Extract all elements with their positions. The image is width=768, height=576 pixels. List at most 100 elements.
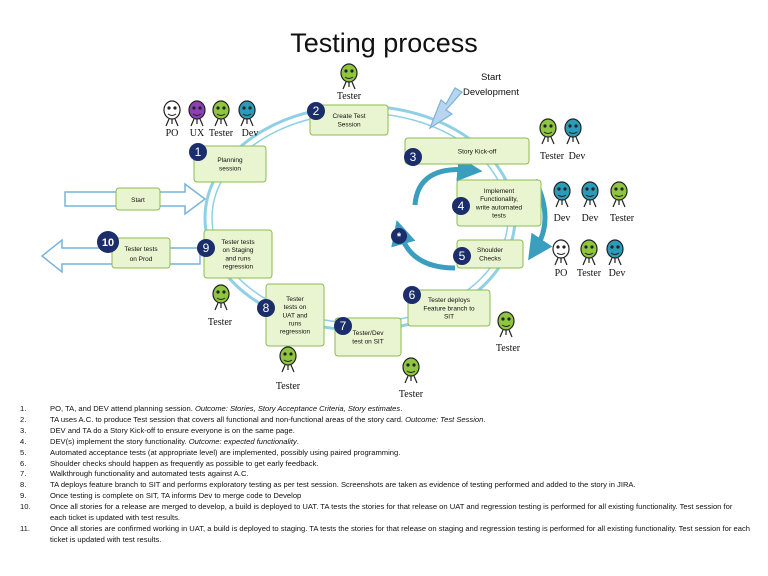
- tester-label: Tester: [276, 381, 301, 392]
- note-outcome: Outcome: Stories, Story Acceptance Crite…: [194, 404, 401, 413]
- step-1-badge: [189, 143, 207, 161]
- note-number: 6.: [20, 458, 27, 468]
- dev-figure: Dev: [553, 181, 571, 224]
- step-3-number: 3: [410, 150, 417, 164]
- step-5-badge: [453, 247, 471, 265]
- start-box: [115, 187, 161, 211]
- po-icon: [552, 239, 570, 266]
- step-4-label: Implement: [484, 188, 515, 195]
- tester-label: Tester: [540, 151, 565, 162]
- step-1-label: Planning: [217, 157, 243, 164]
- step-9-label: on Staging: [222, 247, 253, 254]
- note-text: DEV(s) implement the story functionality…: [50, 436, 189, 446]
- start-development-label-2: Development: [463, 87, 519, 98]
- tester-icon: [212, 284, 230, 311]
- note-item: 4.DEV(s) implement the story functionali…: [20, 437, 750, 448]
- start-box-label: Start: [131, 197, 145, 204]
- step-4-label: write automated: [475, 204, 523, 211]
- step-8-label: runs: [289, 321, 302, 328]
- dev-icon: [553, 181, 571, 208]
- note-item: 11.Once all stories are confirmed workin…: [20, 524, 750, 546]
- po-icon: [163, 100, 181, 127]
- note-text: TA uses A.C. to produce Test session tha…: [50, 414, 406, 424]
- note-item: 7.Walkthrough functionality and automate…: [20, 469, 750, 480]
- tester-icon: [340, 63, 358, 90]
- step-8-badge: [257, 299, 275, 317]
- step-4-label: tests: [492, 213, 506, 220]
- note-item: 9.Once testing is complete on SIT, TA in…: [20, 491, 750, 502]
- inner-cycle-arrow-top: [412, 156, 483, 206]
- star-badge: [391, 228, 407, 244]
- step-8-label: tests on: [284, 304, 307, 311]
- step-6-label: SIT: [444, 314, 454, 321]
- tester-icon: [402, 357, 420, 384]
- tester-label: Tester: [610, 213, 635, 224]
- tester-label: Tester: [496, 343, 521, 354]
- dev-label: Dev: [569, 151, 586, 162]
- note-number: 5.: [20, 447, 27, 457]
- note-item: 5. Automated acceptance tests (at appropr…: [20, 448, 750, 459]
- po-label: PO: [555, 268, 568, 279]
- note-item: 6.Shoulder checks should happen as frequ…: [20, 459, 750, 470]
- tester-icon: [279, 346, 297, 373]
- step-7-label: test on SIT: [352, 338, 383, 345]
- note-text: DEV and TA do a Story Kick-off to ensure…: [50, 425, 295, 435]
- step-8-number: 8: [263, 301, 270, 315]
- tester-figure: Tester: [539, 118, 565, 162]
- note-tail: .: [483, 414, 486, 424]
- step-6-badge: [403, 286, 421, 304]
- tester-figure: Tester: [610, 181, 635, 224]
- step-4-number: 4: [458, 199, 465, 213]
- tester-label: Tester: [399, 389, 424, 400]
- inner-cycle-arrow-bottom: [391, 219, 456, 271]
- prod-box-label-2: on Prod: [130, 256, 153, 263]
- tester-icon: [610, 181, 628, 208]
- tester-figure: Tester: [276, 346, 301, 392]
- dev-icon: [238, 100, 256, 127]
- step-5-label: Checks: [479, 255, 501, 262]
- tester-figure: Tester: [337, 63, 362, 102]
- start-development-arrow: [428, 87, 463, 130]
- po-figure: PO: [552, 239, 570, 279]
- note-number: 2.: [20, 414, 27, 424]
- tester-icon: [497, 311, 515, 338]
- step-6-box: [407, 289, 491, 327]
- ux-figure: UX: [188, 100, 206, 139]
- note-number: 3.: [20, 425, 27, 435]
- note-tail: .: [296, 436, 299, 446]
- note-tail: .: [400, 404, 403, 413]
- dev-figure: Dev: [564, 118, 586, 162]
- dev-label: Dev: [554, 213, 571, 224]
- step-9-label: Tester tests: [221, 239, 255, 246]
- page-title: Testing process: [290, 28, 478, 58]
- ux-icon: [188, 100, 206, 127]
- note-text: Automated acceptance tests (at appropria…: [50, 447, 401, 457]
- dev-figure: Dev: [581, 181, 599, 224]
- step-9-label: regression: [223, 264, 254, 271]
- step-8-label: regression: [280, 329, 311, 336]
- dev-label: Dev: [242, 128, 259, 139]
- step-2-badge: [307, 102, 325, 120]
- note-item: 2. TA uses A.C. to produce Test session t…: [20, 415, 750, 426]
- note-number: 10.: [20, 502, 31, 512]
- note-item: 1.PO, TA, and DEV attend planning sessio…: [20, 404, 750, 415]
- step-1-number: 1: [195, 145, 202, 159]
- note-text: Once all stories for a release are merge…: [50, 502, 733, 523]
- po-figure: PO: [163, 100, 181, 139]
- step-10-number: 10: [102, 237, 114, 249]
- step-9-number: 9: [203, 241, 210, 255]
- note-outcome: Outcome: expected functionality: [188, 436, 297, 446]
- ux-label: UX: [190, 128, 205, 139]
- tester-icon: [539, 118, 557, 145]
- note-number: 7.: [20, 469, 27, 479]
- step-6-number: 6: [409, 288, 416, 302]
- step-9-badge: [197, 239, 215, 257]
